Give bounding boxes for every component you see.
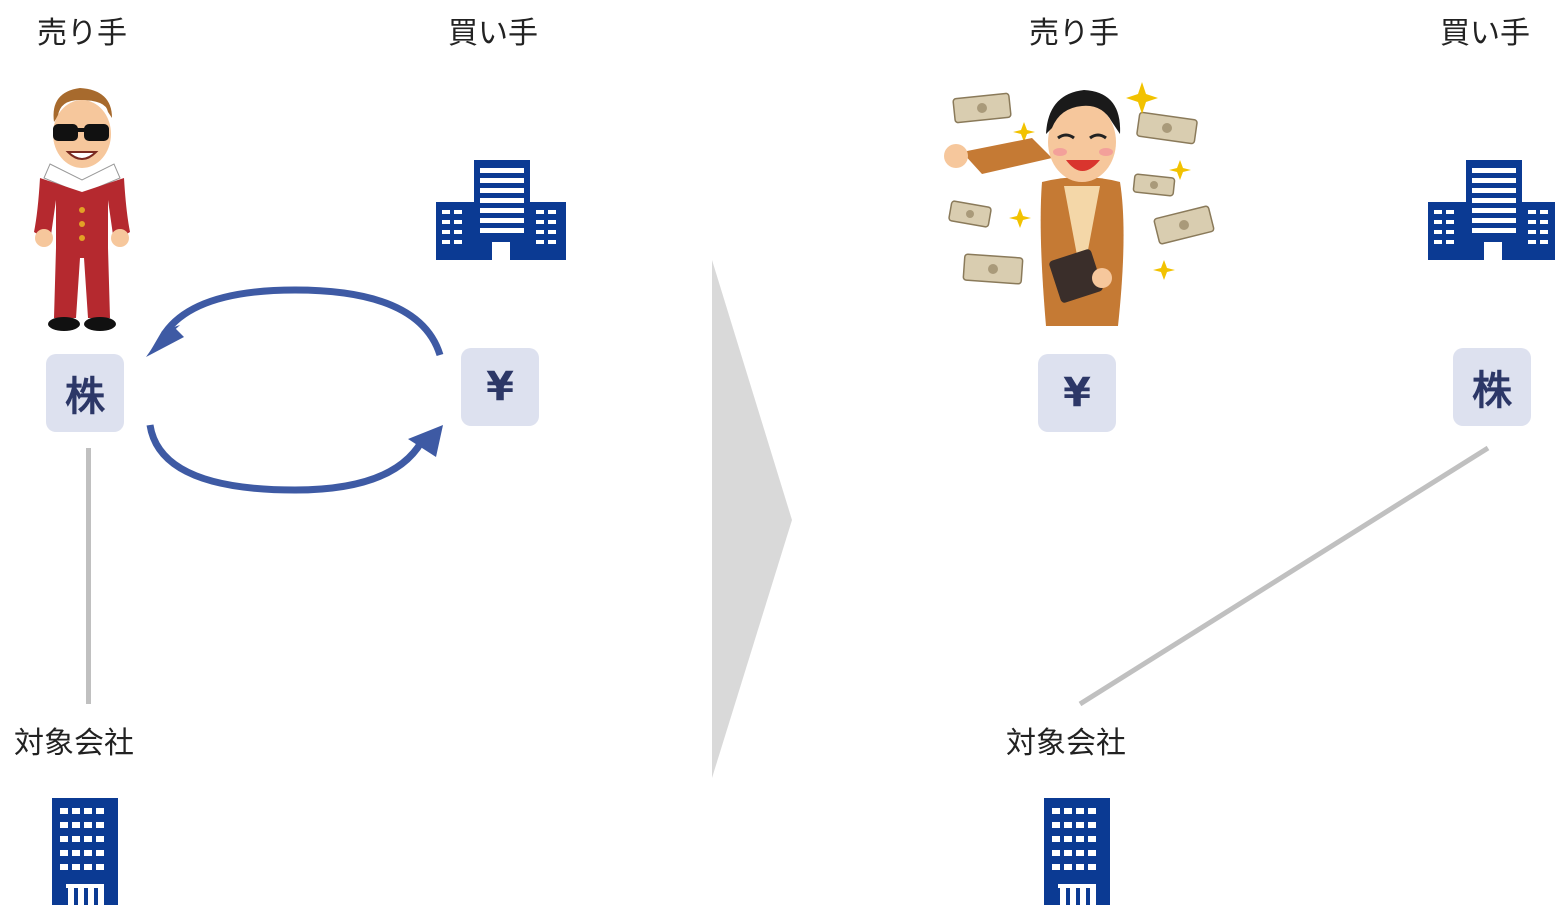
right-buyer-label: 買い手 — [1440, 16, 1530, 51]
exchange-arrows — [140, 285, 450, 495]
left-buyer-label: 買い手 — [448, 16, 538, 51]
right-buyer-building-icon — [1428, 160, 1555, 260]
right-connector-line — [1070, 440, 1500, 710]
seller-man-red-suit-icon — [20, 82, 145, 337]
left-connector-line — [86, 448, 91, 704]
right-seller-yen-chip: ¥ — [1038, 354, 1116, 432]
happy-man-with-money-icon — [942, 82, 1222, 332]
right-target-label: 対象会社 — [1006, 726, 1126, 761]
left-seller-label: 売り手 — [37, 16, 127, 51]
left-target-building-icon — [52, 798, 118, 905]
right-target-building-icon — [1044, 798, 1110, 905]
right-buyer-stock-chip: 株 — [1453, 348, 1531, 426]
right-seller-label: 売り手 — [1029, 16, 1119, 51]
left-buyer-building-icon — [436, 160, 566, 260]
left-target-label: 対象会社 — [14, 726, 134, 761]
left-seller-stock-chip: 株 — [46, 354, 124, 432]
transition-chevron — [708, 260, 798, 780]
left-buyer-yen-chip: ¥ — [461, 348, 539, 426]
